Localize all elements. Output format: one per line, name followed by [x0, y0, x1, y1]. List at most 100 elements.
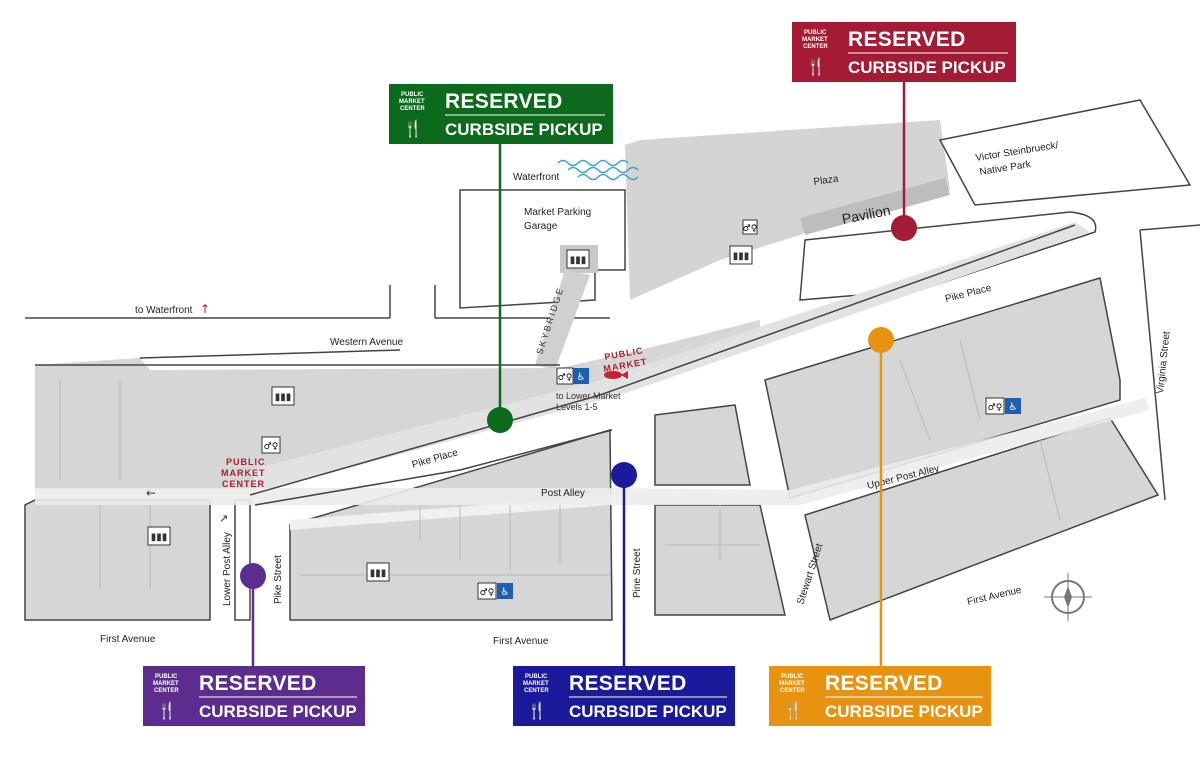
restroom-icon: ♂♀: [477, 582, 497, 600]
svg-text:MARKET: MARKET: [153, 681, 179, 687]
elevator-icon: ▮▮▮: [271, 386, 295, 406]
label-first-avenue-3: First Avenue: [966, 585, 1023, 608]
svg-text:▮▮▮: ▮▮▮: [151, 532, 168, 543]
pickup-pin-red[interactable]: [891, 215, 917, 241]
waves-icon: [557, 159, 639, 181]
label-plaza: Plaza: [813, 174, 840, 188]
fish-icon: [604, 371, 628, 379]
label-virginia-street: Virginia Street: [1155, 331, 1173, 395]
svg-text:CENTER: CENTER: [154, 688, 179, 694]
label-lower-market-1: to Lower Market: [556, 391, 621, 401]
native-park: [938, 99, 1192, 206]
label-lower-market-2: Levels 1-5: [556, 402, 598, 412]
svg-text:♂♀: ♂♀: [558, 373, 573, 383]
pickup-markers[interactable]: [240, 80, 917, 668]
map-blocks: [24, 99, 1200, 622]
svg-text:▮▮▮: ▮▮▮: [733, 251, 750, 262]
svg-text:♿: ♿: [501, 587, 510, 598]
svg-text:CENTER: CENTER: [803, 44, 828, 50]
label-first-avenue-1: First Avenue: [100, 634, 156, 645]
post-alley-band: [35, 398, 1150, 505]
label-pike-place-west: Pike Place: [411, 447, 460, 471]
sign-red[interactable]: PUBLIC MARKET CENTER 🍴 RESERVED CURBSIDE…: [792, 22, 1016, 82]
waterfront-building: [625, 120, 950, 300]
label-pike-place-east: Pike Place: [944, 283, 993, 305]
label-to-waterfront: to Waterfront: [135, 305, 193, 316]
sign-subtitle: CURBSIDE PICKUP: [825, 702, 983, 721]
utensils-icon: 🍴: [783, 701, 803, 720]
label-pmc-1: PUBLIC: [226, 457, 266, 467]
svg-text:♂♀: ♂♀: [264, 442, 279, 452]
svg-text:MARKET: MARKET: [802, 37, 828, 43]
pickup-pin-orange[interactable]: [868, 327, 894, 353]
up-right-arrow-icon: ↗: [219, 512, 228, 525]
svg-text:▮▮▮: ▮▮▮: [275, 392, 292, 403]
svg-text:▮▮▮: ▮▮▮: [570, 255, 587, 266]
sign-purple[interactable]: PUBLIC MARKET CENTER 🍴 RESERVED CURBSIDE…: [143, 666, 365, 726]
west-block: [24, 499, 211, 621]
sign-orange[interactable]: PUBLIC MARKET CENTER 🍴 RESERVED CURBSIDE…: [769, 666, 991, 726]
label-parking-1: Market Parking: [524, 207, 591, 218]
svg-text:♿: ♿: [1009, 402, 1018, 413]
svg-text:♂♀: ♂♀: [743, 224, 758, 234]
sign-blue[interactable]: PUBLIC MARKET CENTER 🍴 RESERVED CURBSIDE…: [513, 666, 735, 726]
restroom-icon: ♂♀: [261, 436, 281, 454]
east-north-block: [764, 277, 1121, 499]
elevator-icons: ▮▮▮ ▮▮▮ ▮▮▮ ▮▮▮ ▮▮▮: [147, 245, 753, 582]
svg-text:♂♀: ♂♀: [988, 403, 1003, 413]
svg-text:PUBLIC: PUBLIC: [401, 92, 424, 98]
compass-rose-icon: [1044, 573, 1092, 621]
sign-title: RESERVED: [825, 672, 943, 695]
pickup-pin-blue[interactable]: [611, 462, 637, 488]
skybridge: [535, 270, 590, 370]
sign-subtitle: CURBSIDE PICKUP: [848, 58, 1006, 77]
label-pmc-3: CENTER: [222, 479, 265, 489]
svg-text:PUBLIC: PUBLIC: [804, 30, 827, 36]
elevator-icon: ▮▮▮: [729, 245, 753, 265]
market-logo-icon: PUBLIC MARKET CENTER: [153, 674, 179, 694]
sign-subtitle: CURBSIDE PICKUP: [445, 120, 603, 139]
svg-text:♂♀: ♂♀: [480, 588, 495, 598]
market-logo-icon: PUBLIC MARKET CENTER: [779, 674, 805, 694]
label-post-alley: Post Alley: [541, 488, 585, 499]
pickup-pin-green[interactable]: [487, 407, 513, 433]
svg-text:PUBLIC: PUBLIC: [781, 674, 804, 680]
sign-title: RESERVED: [569, 672, 687, 695]
sign-subtitle: CURBSIDE PICKUP: [199, 702, 357, 721]
label-waterfront: Waterfront: [513, 172, 560, 183]
pike-place-corridor: [250, 222, 1090, 492]
utensils-icon: 🍴: [403, 119, 423, 138]
wheelchair-icon: ♿: [1005, 398, 1021, 414]
label-pike-street: Pike Street: [273, 555, 284, 604]
restroom-icon: ♂♀: [985, 397, 1005, 415]
sign-green[interactable]: PUBLIC MARKET CENTER 🍴 RESERVED CURBSIDE…: [389, 84, 613, 144]
restroom-icon: ♂♀: [742, 219, 758, 235]
main-arcade: [35, 320, 760, 490]
sign-subtitle: CURBSIDE PICKUP: [569, 702, 727, 721]
svg-text:♿: ♿: [577, 372, 586, 383]
wheelchair-icon: ♿: [497, 583, 513, 599]
market-logo-icon: PUBLIC MARKET CENTER: [399, 92, 425, 112]
pavilion-strip: [800, 178, 950, 235]
wheelchair-icon: ♿: [573, 368, 589, 384]
sign-title: RESERVED: [848, 28, 966, 51]
pickup-pin-purple[interactable]: [240, 563, 266, 589]
svg-text:MARKET: MARKET: [523, 681, 549, 687]
label-pmc-2: MARKET: [221, 468, 266, 478]
svg-text:CENTER: CENTER: [780, 688, 805, 694]
left-arrow-icon: ←: [146, 486, 156, 500]
market-logo-icon: PUBLIC MARKET CENTER: [802, 30, 828, 50]
utensils-icon: 🍴: [806, 57, 826, 76]
label-parking-2: Garage: [524, 221, 558, 232]
elevator-icon: ▮▮▮: [147, 526, 171, 546]
label-western-avenue: Western Avenue: [330, 337, 403, 348]
east-south-block: [804, 417, 1160, 622]
svg-text:PUBLIC: PUBLIC: [525, 674, 548, 680]
utensils-icon: 🍴: [527, 701, 547, 720]
svg-text:CENTER: CENTER: [400, 106, 425, 112]
label-lower-post-alley: Lower Post Alley: [222, 532, 233, 606]
restroom-icon: ♂♀: [556, 367, 574, 385]
sign-title: RESERVED: [199, 672, 317, 695]
utensils-icon: 🍴: [157, 701, 177, 720]
